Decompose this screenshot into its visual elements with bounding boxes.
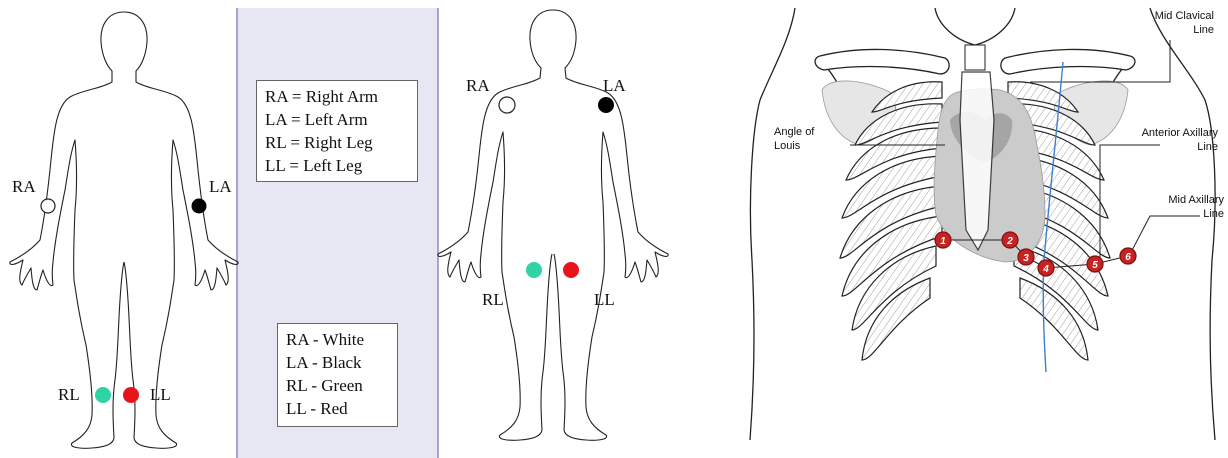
back-ll-label: LL (594, 290, 615, 310)
front-ra-label: RA (12, 177, 36, 197)
back-ra-label: RA (466, 76, 490, 96)
mid-axillary-line-2: Line (1138, 207, 1224, 221)
v4-label: 4 (1042, 264, 1049, 275)
mid-axillary-line-1: Mid Axillary (1138, 193, 1224, 207)
front-ll-label: LL (150, 385, 171, 405)
color-ra: RA - White (286, 328, 389, 351)
legend-rl: RL = Right Leg (265, 131, 409, 154)
v5-label: 5 (1092, 260, 1098, 271)
v6-electrode: 6 (1120, 248, 1136, 264)
front-rl-label: RL (58, 385, 80, 405)
v3-label: 3 (1023, 253, 1029, 264)
color-la: LA - Black (286, 351, 389, 374)
legend-la: LA = Left Arm (265, 108, 409, 131)
legend-ra: RA = Right Arm (265, 85, 409, 108)
mid-clavical-line-label: Mid Clavical Line (1126, 9, 1214, 37)
v1-electrode: 1 (935, 232, 951, 248)
back-rl-label: RL (482, 290, 504, 310)
v2-electrode: 2 (1002, 232, 1018, 248)
v2-label: 2 (1006, 236, 1013, 247)
anterior-axillary-line-2: Line (1106, 140, 1218, 154)
color-key-legend: RA - White LA - Black RL - Green LL - Re… (277, 323, 398, 427)
color-rl: RL - Green (286, 374, 389, 397)
anterior-axillary-line-1: Anterior Axillary (1106, 126, 1218, 140)
back-la-label: LA (603, 76, 626, 96)
angle-of-louis-line-2: Louis (774, 139, 814, 153)
v3-electrode: 3 (1018, 249, 1034, 265)
mid-clavical-line-1: Mid Clavical (1126, 9, 1214, 23)
v4-electrode: 4 (1038, 260, 1054, 276)
abbreviation-legend: RA = Right Arm LA = Left Arm RL = Right … (256, 80, 418, 182)
v6-label: 6 (1125, 252, 1131, 263)
angle-of-louis-label: Angle of Louis (774, 125, 814, 153)
angle-of-louis-line-1: Angle of (774, 125, 814, 139)
color-ll: LL - Red (286, 397, 389, 420)
front-la-label: LA (209, 177, 232, 197)
mid-clavical-line-2: Line (1126, 23, 1214, 37)
v5-electrode: 5 (1087, 256, 1103, 272)
mid-axillary-line-label: Mid Axillary Line (1138, 193, 1224, 221)
v1-label: 1 (940, 236, 946, 247)
anterior-axillary-line-label: Anterior Axillary Line (1106, 126, 1218, 154)
legend-ll: LL = Left Leg (265, 154, 409, 177)
